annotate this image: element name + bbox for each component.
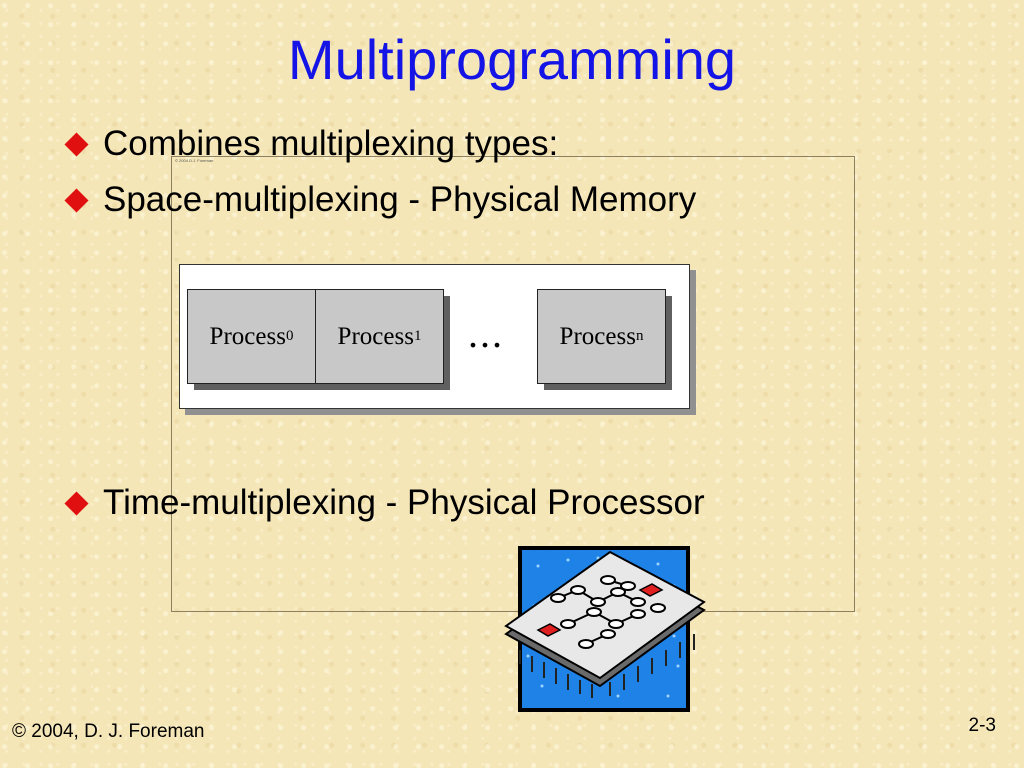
process-subscript: 0 (285, 328, 294, 344)
slide-title: Multiprogramming (287, 28, 737, 91)
page-number: 2-3 (968, 715, 996, 736)
diamond-bullet-icon (64, 131, 89, 157)
bullet-item: Combines multiplexing types: (64, 124, 559, 164)
diamond-bullet-icon (64, 187, 89, 213)
bullet-item: Time-multiplexing - Physical Processor (64, 483, 705, 523)
footer-copyright: © 2004, D. J. Foreman (12, 721, 205, 742)
bullet-item: Space-multiplexing - Physical Memory (64, 180, 697, 220)
ellipsis: ... (468, 311, 504, 356)
process-label: Process (559, 322, 636, 350)
image-placeholder-frame: © 2004 D.J. Foreman (171, 156, 855, 612)
processor-chip-icon (504, 546, 706, 712)
process-subscript: n (635, 328, 644, 344)
bullet-text: Combines multiplexing types: (103, 124, 559, 163)
bullet-text: Space-multiplexing - Physical Memory (103, 180, 697, 219)
bullet-text: Time-multiplexing - Physical Processor (103, 483, 705, 522)
diamond-bullet-icon (64, 490, 89, 516)
process-subscript: 1 (413, 328, 422, 344)
process-label: Process (209, 322, 286, 350)
process-label: Process (337, 322, 414, 350)
frame-caption: © 2004 D.J. Foreman (175, 158, 214, 163)
